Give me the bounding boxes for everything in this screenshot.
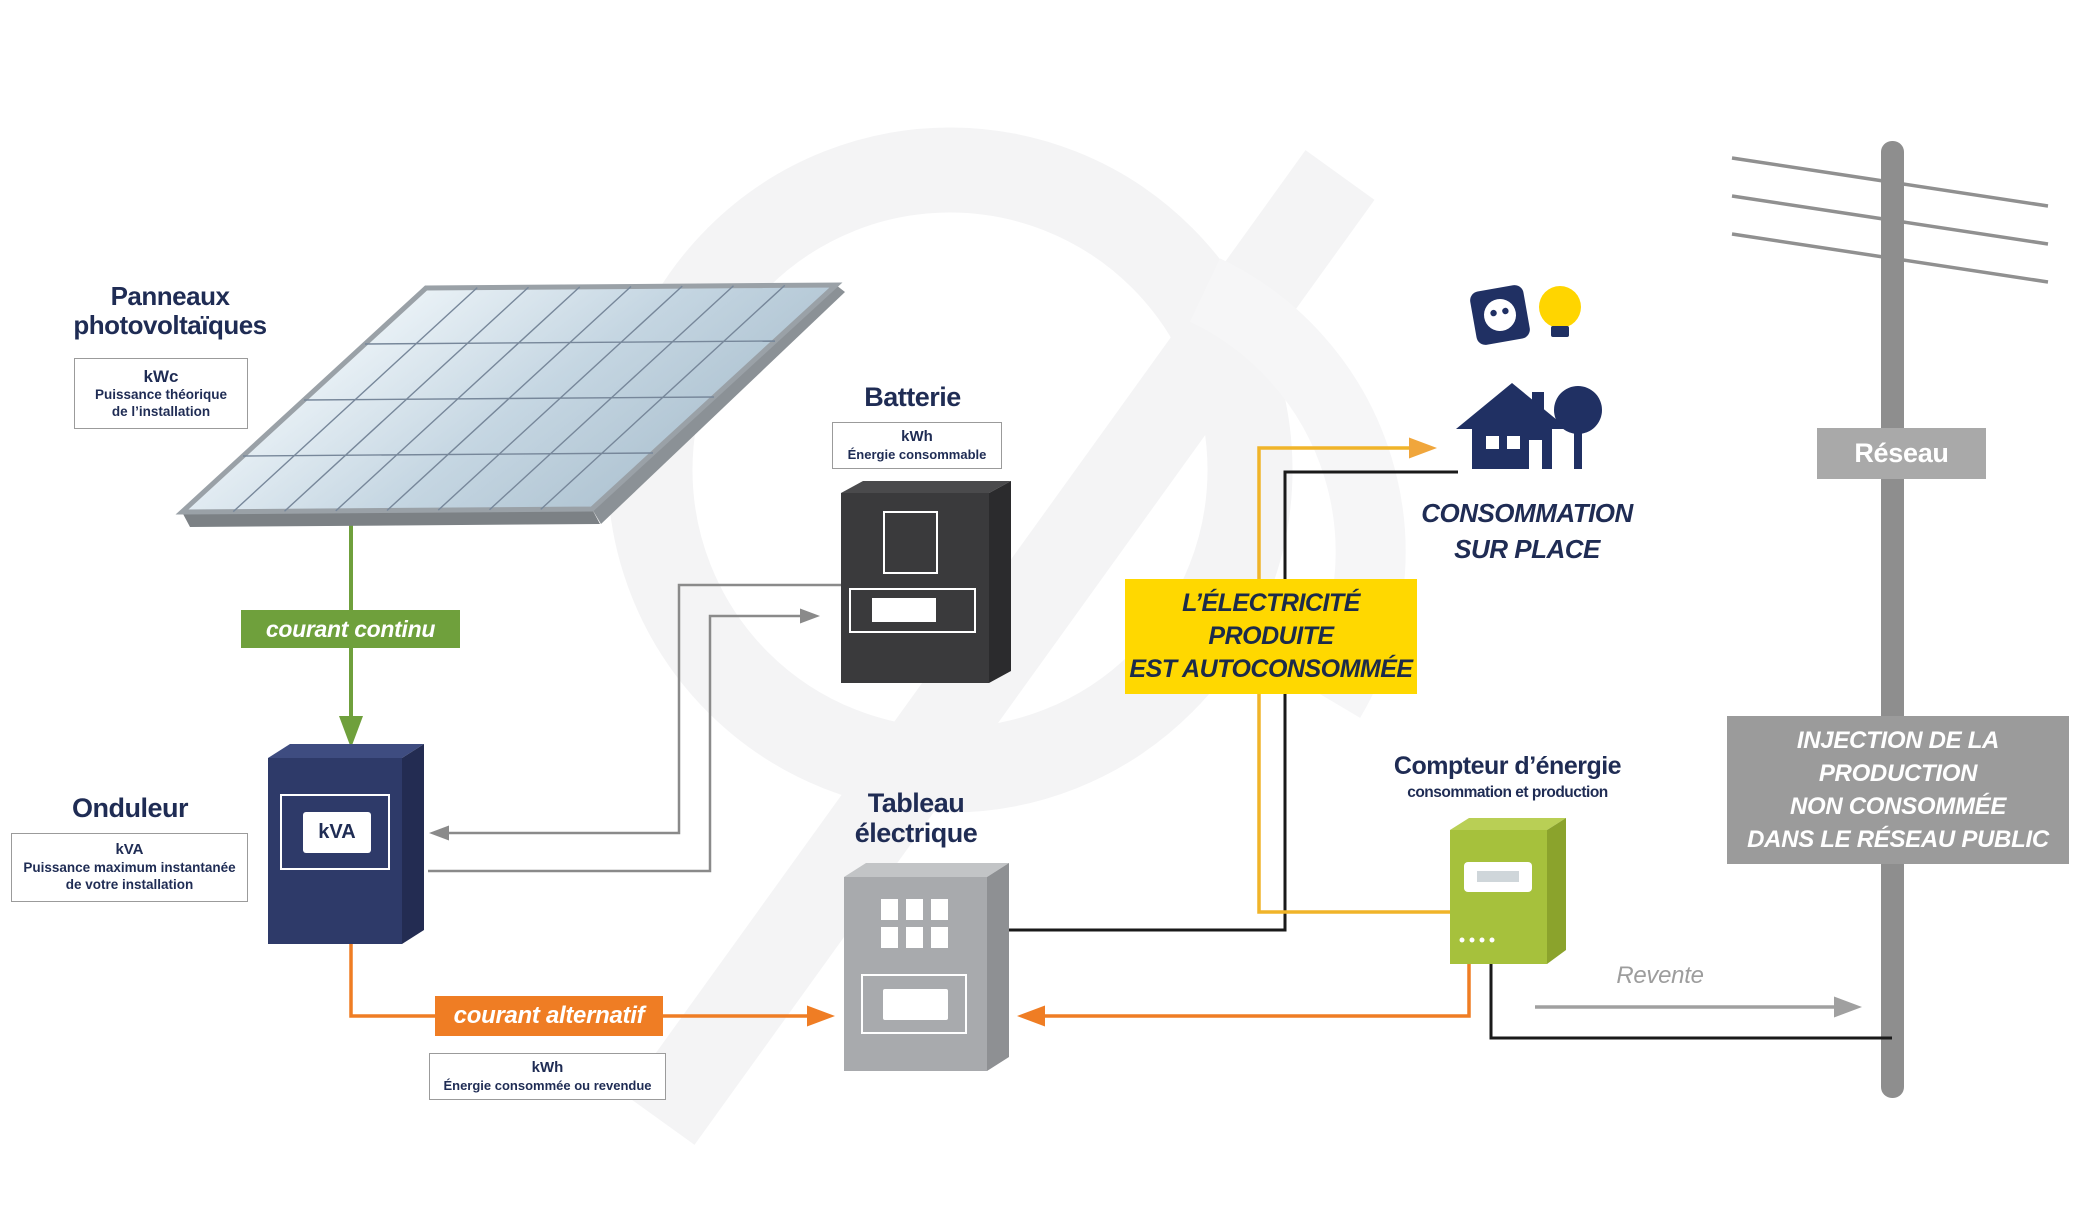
selfuse-line1: L’ÉLECTRICITÉ PRODUITE (1182, 589, 1360, 650)
battery-desc: Énergie consommable (847, 446, 987, 462)
pv-desc-line1: Puissance théorique (94, 387, 228, 403)
inverter-desc-line2: de votre installation (65, 876, 194, 892)
utility-pole (1881, 141, 1904, 1098)
ac-desc: Énergie consommée ou revendue (443, 1077, 652, 1093)
inverter-desc-line1: Puissance maximum instantanée (23, 859, 236, 875)
battery-info-box: kWh Énergie consommable (832, 422, 1002, 469)
board-to-house-line (1008, 470, 1458, 932)
selfuse-callout: L’ÉLECTRICITÉ PRODUITE EST AUTOCONSOMMÉE (1125, 579, 1417, 694)
board-title-line2: électrique (854, 818, 978, 849)
solar-panel (182, 285, 845, 527)
injection-line3: DANS LE RÉSEAU PUBLIC (1747, 826, 2049, 854)
connection-lines (339, 437, 1892, 1040)
ac-unit-label: kWh (531, 1059, 564, 1076)
tree-icon (1554, 386, 1602, 469)
board-title: Tableau électrique (826, 788, 1006, 848)
resale-label: Revente (1616, 962, 1704, 989)
ac-current-tag: courant alternatif (435, 996, 663, 1036)
consumption-label: CONSOMMATION SUR PLACE (1412, 495, 1642, 568)
energy-meter-unit (1450, 818, 1566, 964)
pv-unit: kWc (143, 367, 179, 386)
battery-title: Batterie (864, 382, 961, 412)
inverter-screen-label: kVA (318, 821, 356, 843)
pv-info-box: kWc Puissance théorique de l’installatio… (74, 358, 248, 429)
ac-line-inverter-to-board (349, 944, 835, 1027)
ac-info-box: kWh Énergie consommée ou revendue (429, 1053, 666, 1100)
electrical-board-unit (844, 863, 1009, 1071)
injection-line1: INJECTION DE LA PRODUCTION (1796, 726, 2000, 787)
battery-unit-label: kWh (901, 428, 933, 445)
inverter-unit-label: kVA (115, 841, 144, 858)
breaker-modules (881, 899, 948, 948)
consumption-line1: CONSOMMATION (1421, 498, 1633, 528)
meter-subtitle: consommation et production (1407, 784, 1608, 801)
inverter-to-battery-line (428, 608, 820, 873)
injection-line2: NON CONSOMMÉE (1789, 793, 2007, 820)
solar-panel-grid (182, 285, 836, 512)
inverter-unit (268, 744, 424, 944)
battery-unit (841, 481, 1011, 683)
bulb-icon (1539, 286, 1581, 337)
inverter-title: Onduleur (72, 793, 189, 823)
grid-label: Réseau (1817, 428, 1986, 479)
pv-desc-line2: de l’installation (111, 404, 211, 420)
battery-to-inverter-line (429, 583, 841, 841)
ac-line-meter-to-board (1017, 964, 1471, 1027)
meter-to-grid-line (1489, 964, 1892, 1040)
inverter-info-box: kVA Puissance maximum instantanée de vot… (11, 833, 248, 902)
plug-icon (1470, 285, 1530, 345)
house-icon (1456, 383, 1568, 469)
consumption-line2: SUR PLACE (1454, 534, 1600, 565)
pv-title-line1: Panneaux (110, 281, 230, 311)
meter-title: Compteur d’énergie (1393, 752, 1622, 780)
pv-title-line2: photovoltaïques (73, 310, 267, 341)
meter-indicator-dots (1459, 937, 1495, 943)
dc-current-tag: courant continu (241, 610, 460, 648)
board-title-line1: Tableau (867, 788, 965, 818)
selfuse-line2: EST AUTOCONSOMMÉE (1129, 655, 1413, 683)
pv-title: Panneaux photovoltaïques (60, 281, 280, 341)
grid-injection-callout: INJECTION DE LA PRODUCTION NON CONSOMMÉE… (1727, 716, 2069, 864)
